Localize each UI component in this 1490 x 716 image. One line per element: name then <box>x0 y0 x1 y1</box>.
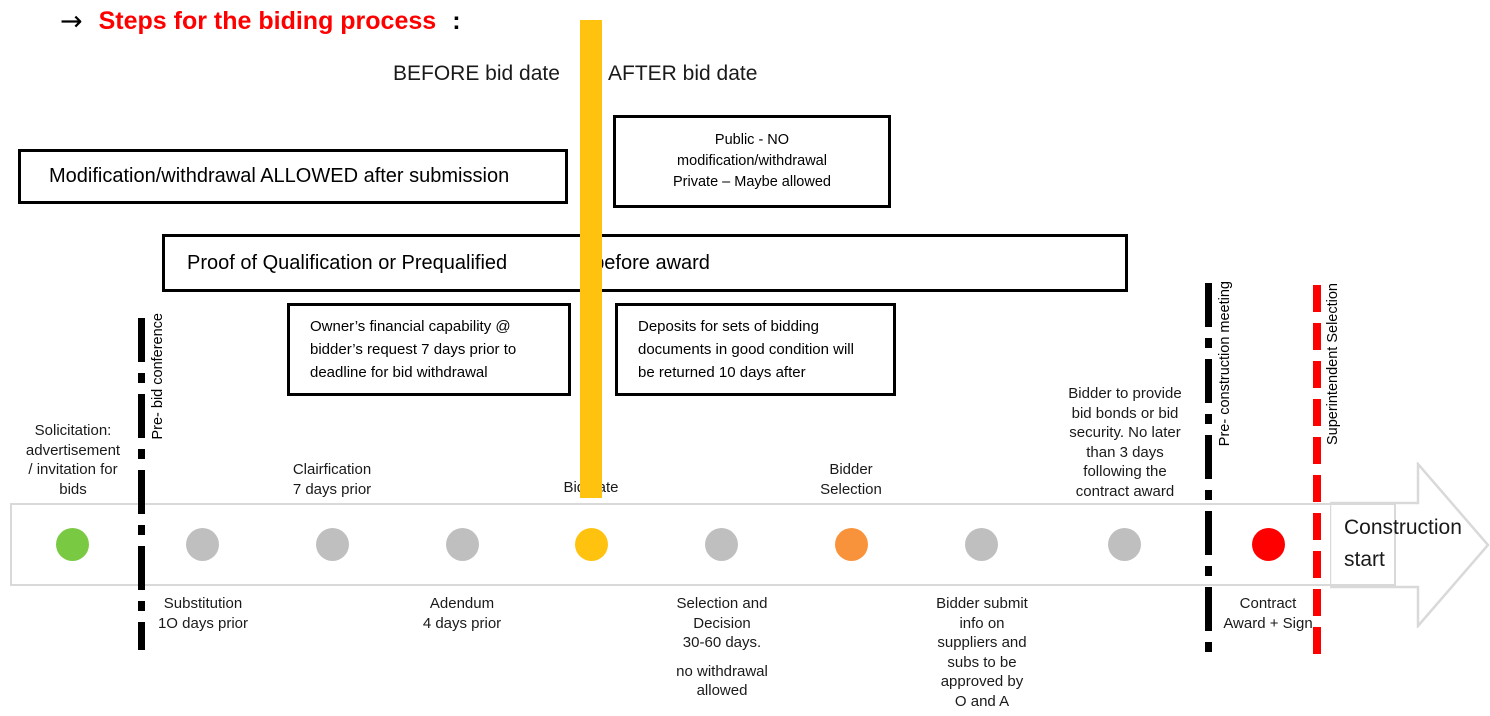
caption-clarification-line1: Clairfication <box>292 461 372 478</box>
caption-bid-bonds-line5: following the <box>1083 463 1167 480</box>
right-arrow-icon: → <box>60 6 83 37</box>
timeline-dot-bid-date[interactable] <box>575 528 608 561</box>
caption-selection-decision-line3: 30-60 days. <box>682 634 762 651</box>
timeline-dot-bidder-selection[interactable] <box>835 528 868 561</box>
timeline-dot-bidder-submit[interactable] <box>965 528 998 561</box>
callout-deposits-line2: documents in good condition will <box>638 340 854 358</box>
callout-public-line1: Public - NO <box>714 131 790 148</box>
callout-proof-qualification: Proof of Qualification or Prequalified be… <box>162 234 1128 292</box>
caption-bidder-submit-line5: approved by <box>940 673 1024 690</box>
caption-solicitation-line3: / invitation for <box>28 461 118 478</box>
caption-bid-bonds: Bidder to provide bid bonds or bid secur… <box>1054 384 1196 501</box>
caption-solicitation-line1: Solicitation: <box>34 422 112 439</box>
callout-owner-line1: Owner’s financial capability @ <box>310 317 511 335</box>
construction-start-label: Construction start <box>1344 512 1462 575</box>
pre-bid-conference-label: Pre- bid conference <box>150 313 166 440</box>
page-title: → Steps for the biding process : <box>60 8 461 35</box>
caption-bidder-submit: Bidder submit info on suppliers and subs… <box>912 594 1052 711</box>
caption-bidder-selection-line1: Bidder <box>829 461 873 478</box>
timeline-band <box>10 503 1396 586</box>
caption-bidder-selection: Bidder Selection <box>791 460 911 499</box>
caption-solicitation-line4: bids <box>59 480 87 498</box>
caption-contract-award-line2: Award + Sign <box>1223 614 1313 632</box>
timeline-dot-solicitation[interactable] <box>56 528 89 561</box>
construction-start-line1: Construction <box>1344 516 1462 539</box>
timeline-dot-selection-decision[interactable] <box>705 528 738 561</box>
caption-selection-decision: Selection and Decision 30-60 days. no wi… <box>652 594 792 701</box>
caption-substitution: Substitution 1O days prior <box>132 594 274 633</box>
caption-bidder-submit-line6: O and A <box>954 692 1010 710</box>
pre-construction-meeting-line <box>1205 283 1212 663</box>
timeline-dot-bid-bonds[interactable] <box>1108 528 1141 561</box>
caption-bid-bonds-line3: security. No later <box>1069 424 1181 441</box>
caption-adendum: Adendum 4 days prior <box>392 594 532 633</box>
bid-date-divider-bar <box>580 20 602 498</box>
callout-proof-right: before award <box>593 251 710 274</box>
caption-adendum-line1: Adendum <box>429 595 495 612</box>
caption-selection-decision-line4: no withdrawal <box>676 662 768 680</box>
callout-owner-financial: Owner’s financial capability @ bidder’s … <box>287 303 571 396</box>
caption-contract-award: Contract Award + Sign <box>1202 594 1334 633</box>
callout-proof-left: Proof of Qualification or Prequalified <box>187 251 508 274</box>
page-title-colon: : <box>452 7 461 35</box>
phase-label-after: AFTER bid date <box>608 62 758 85</box>
caption-bidder-submit-line2: info on <box>959 614 1005 632</box>
page-title-text: Steps for the biding process <box>98 7 437 35</box>
caption-clarification-line2: 7 days prior <box>292 480 372 498</box>
construction-start-line2: start <box>1344 547 1385 571</box>
caption-selection-decision-line1: Selection and <box>676 595 768 612</box>
timeline-dot-clarification[interactable] <box>316 528 349 561</box>
caption-bid-bonds-line1: Bidder to provide <box>1068 385 1182 402</box>
phase-label-before: BEFORE bid date <box>393 62 560 85</box>
callout-deposits-line1: Deposits for sets of bidding <box>638 317 819 335</box>
timeline-arrow-head <box>1328 460 1490 630</box>
caption-bidder-submit-line1: Bidder submit <box>936 595 1028 612</box>
caption-bid-bonds-line6: contract award <box>1075 482 1175 500</box>
timeline-dot-adendum[interactable] <box>446 528 479 561</box>
timeline-dot-substitution[interactable] <box>186 528 219 561</box>
caption-selection-decision-line5: allowed <box>696 682 748 699</box>
pre-bid-conference-line <box>138 318 145 658</box>
caption-substitution-line2: 1O days prior <box>157 614 249 632</box>
caption-bid-bonds-line4: than 3 days <box>1086 443 1164 461</box>
callout-public-line3: Private – Maybe allowed <box>673 174 831 190</box>
caption-substitution-line1: Substitution <box>163 595 243 612</box>
callout-deposits: Deposits for sets of bidding documents i… <box>615 303 896 396</box>
callout-modification-text: Modification/withdrawal ALLOWED after su… <box>49 165 510 187</box>
caption-bidder-submit-line4: subs to be <box>947 653 1017 671</box>
superintendent-selection-label: Superintendent Selection <box>1325 283 1341 446</box>
timeline-dot-contract-award[interactable] <box>1252 528 1285 561</box>
caption-bid-bonds-line2: bid bonds or bid <box>1071 404 1179 422</box>
caption-selection-decision-line2: Decision <box>693 614 751 632</box>
caption-contract-award-line1: Contract <box>1239 595 1297 612</box>
caption-bidder-selection-line2: Selection <box>820 480 882 498</box>
callout-deposits-line3: be returned 10 days after <box>638 364 806 382</box>
pre-construction-meeting-label: Pre- construction meeting <box>1217 281 1233 447</box>
caption-bidder-submit-line3: suppliers and <box>937 634 1027 651</box>
callout-modification-allowed: Modification/withdrawal ALLOWED after su… <box>18 149 568 204</box>
callout-owner-line3: deadline for bid withdrawal <box>310 364 488 382</box>
callout-public-private: Public - NO modification/withdrawal Priv… <box>613 115 891 208</box>
caption-solicitation: Solicitation: advertisement / invitation… <box>8 421 138 499</box>
superintendent-selection-line <box>1313 285 1321 665</box>
caption-adendum-line2: 4 days prior <box>422 614 502 632</box>
callout-public-line2: modification/withdrawal <box>677 152 827 169</box>
caption-selection-decision-gap <box>652 653 792 662</box>
caption-solicitation-line2: advertisement <box>25 441 121 459</box>
callout-owner-line2: bidder’s request 7 days prior to <box>310 340 517 358</box>
caption-clarification: Clairfication 7 days prior <box>262 460 402 499</box>
